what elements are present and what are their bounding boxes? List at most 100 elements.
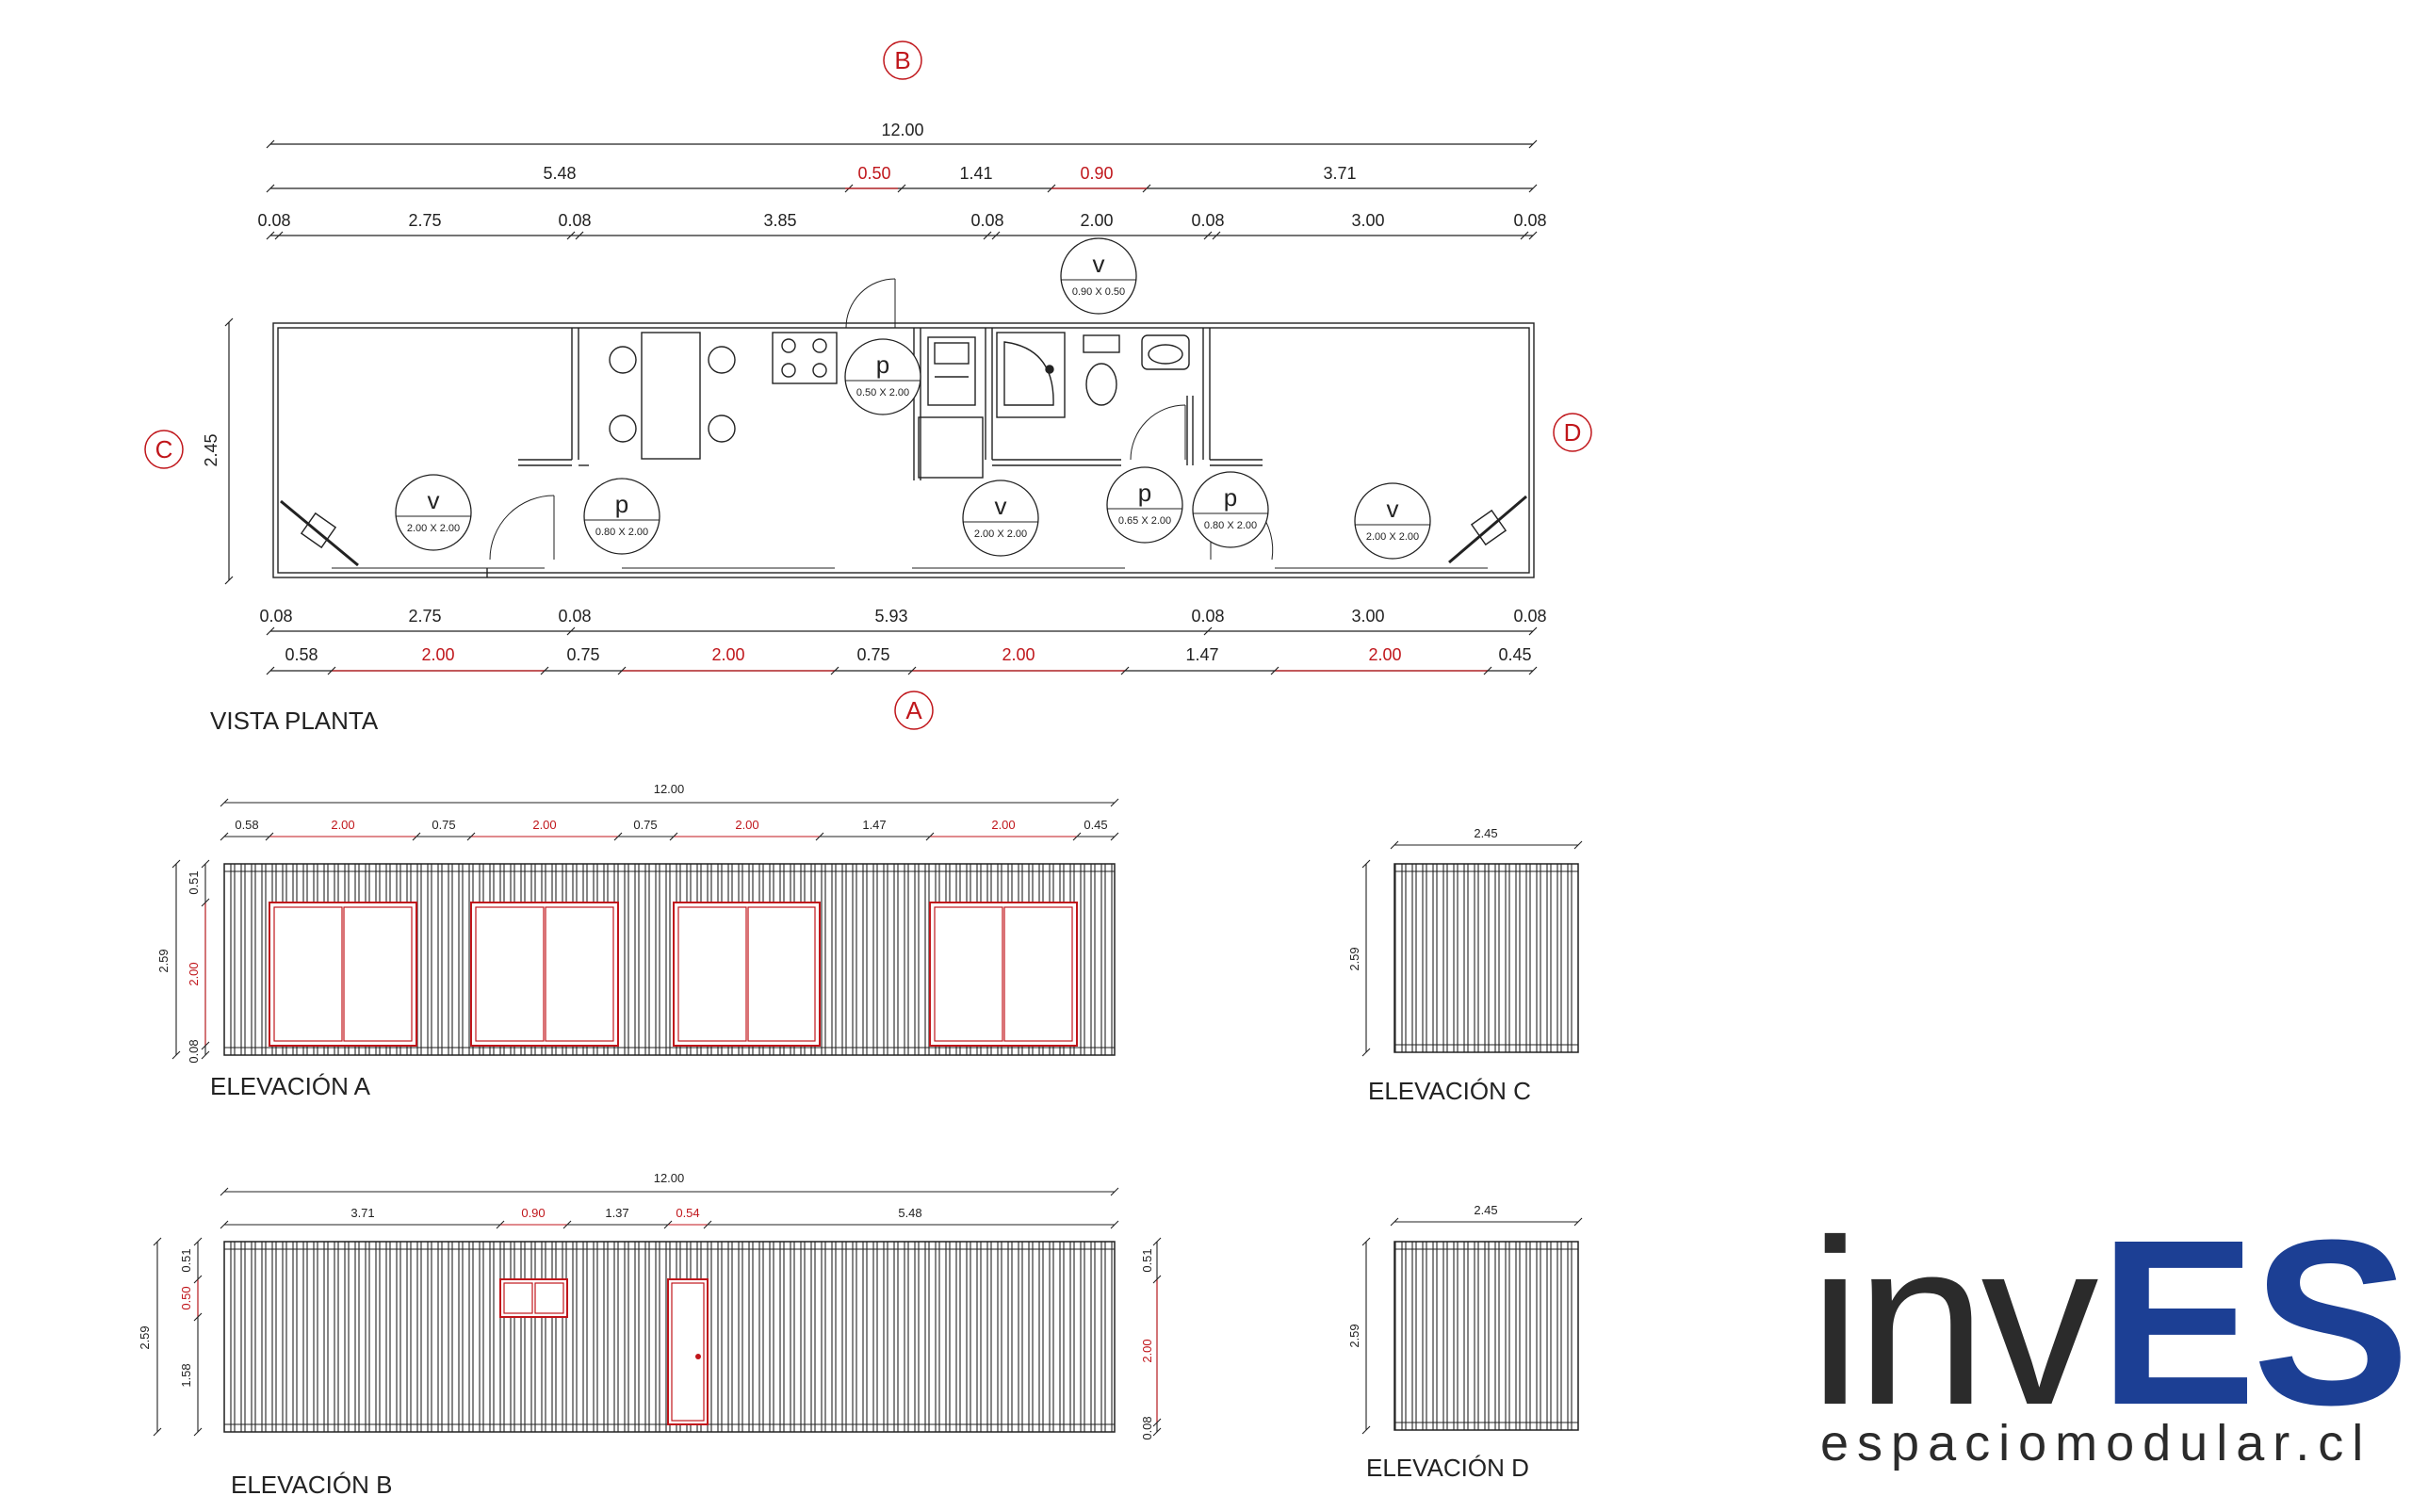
logo-tagline: espaciomodular.cl	[1820, 1415, 2371, 1471]
elevation-b: 12.00 3.71 0.90 1.37 0.54 5.48 2.59 0.51…	[138, 1171, 1162, 1499]
dim-label: 2.00	[1080, 211, 1113, 230]
plan-dimension-labels-top: 12.00 5.48 0.50 1.41 0.90 3.71 0.08 2.75…	[257, 121, 1546, 230]
dim-label: 2.00	[331, 818, 354, 832]
elevation-b-title: ELEVACIÓN B	[231, 1471, 392, 1499]
elevation-a: 12.00 0.58 2.00 0.75 2.00 0.75 2.00 1.47…	[156, 782, 1119, 1100]
dim-label: 2.00	[1368, 645, 1401, 664]
tag-size: 2.00 X 2.00	[407, 523, 460, 534]
tag-letter: v	[428, 486, 440, 514]
tag-size: 0.90 X 0.50	[1072, 286, 1125, 298]
dim-label: 2.00	[532, 818, 556, 832]
dim-label: 1.47	[1185, 645, 1218, 664]
tag-letter: p	[1224, 483, 1237, 512]
dim-total: 12.00	[881, 121, 923, 139]
tag-size: 0.80 X 2.00	[595, 527, 648, 538]
tag-letter: v	[1093, 250, 1105, 278]
dim-label: 0.54	[676, 1206, 699, 1220]
tag-window: v 2.00 X 2.00	[962, 480, 1039, 557]
dim-label: 0.58	[285, 645, 318, 664]
tag-letter: p	[1138, 479, 1151, 507]
dim-label: 2.00	[421, 645, 454, 664]
dim-label: 0.75	[566, 645, 599, 664]
elevation-d: 2.45 2.59 ELEVACIÓN D	[1347, 1203, 1583, 1482]
axis-marker-a: A	[894, 691, 934, 730]
dim-total: 12.00	[654, 782, 685, 796]
dim-label: 0.90	[521, 1206, 545, 1220]
dim-label: 0.08	[187, 1039, 201, 1063]
dim-label: 0.51	[187, 870, 201, 894]
dim-label: 0.08	[1140, 1416, 1154, 1439]
dim-label: 0.90	[1080, 164, 1113, 183]
dim-label: 2.00	[1002, 645, 1035, 664]
dim-label: 0.08	[558, 607, 591, 626]
dim-label: 1.47	[862, 818, 886, 832]
axis-marker-b: B	[883, 41, 922, 80]
logo-text-dark: inv	[1809, 1191, 2099, 1454]
dim-label: 0.08	[1513, 607, 1546, 626]
dim-label: 2.59	[1347, 1324, 1361, 1347]
tag-door: p 0.65 X 2.00	[1106, 466, 1183, 544]
tag-letter: v	[1387, 495, 1399, 523]
dim-label: 0.51	[1140, 1248, 1154, 1272]
dim-label: 0.08	[970, 211, 1003, 230]
dim-label: 2.45	[202, 433, 220, 466]
dim-label: 5.48	[898, 1206, 921, 1220]
tag-letter: v	[995, 492, 1007, 520]
dim-label: 3.00	[1351, 211, 1384, 230]
elevation-a-title: ELEVACIÓN A	[210, 1072, 371, 1100]
dim-label: 5.93	[874, 607, 907, 626]
tag-window: v 0.90 X 0.50	[1060, 237, 1137, 315]
tag-window: v 2.00 X 2.00	[1354, 482, 1431, 560]
dim-label: 1.41	[959, 164, 992, 183]
dim-label: 0.45	[1498, 645, 1531, 664]
dim-label: 0.50	[179, 1286, 193, 1309]
axis-label-d: D	[1564, 418, 1582, 447]
dim-label: 0.50	[857, 164, 890, 183]
axis-marker-c: C	[144, 430, 184, 469]
dim-label: 3.85	[763, 211, 796, 230]
dim-label: 2.00	[187, 962, 201, 985]
dim-label: 0.75	[633, 818, 657, 832]
tag-size: 0.50 X 2.00	[856, 387, 909, 398]
plan-dimensions-top	[266, 139, 1538, 240]
dim-label: 2.45	[1474, 1203, 1497, 1217]
tag-door: p 0.50 X 2.00	[844, 338, 921, 415]
tag-size: 2.00 X 2.00	[974, 528, 1027, 540]
elevation-c-title: ELEVACIÓN C	[1368, 1077, 1531, 1105]
tag-door: p 0.80 X 2.00	[583, 478, 660, 555]
plan-title: VISTA PLANTA	[210, 707, 379, 735]
axis-label-b: B	[894, 46, 910, 74]
dim-label: 0.75	[432, 818, 455, 832]
dim-label: 3.00	[1351, 607, 1384, 626]
dim-label: 3.71	[350, 1206, 374, 1220]
dim-label: 0.08	[558, 211, 591, 230]
dim-label: 2.00	[711, 645, 744, 664]
logo-text-blue: ES	[2099, 1191, 2406, 1454]
dim-label: 0.08	[259, 607, 292, 626]
dim-label: 1.37	[605, 1206, 628, 1220]
dim-label: 2.59	[138, 1325, 152, 1349]
door-handle	[695, 1354, 701, 1359]
plan-height-dimension: 2.45	[202, 317, 234, 585]
tag-letter: p	[876, 350, 889, 379]
dim-label: 2.45	[1474, 826, 1497, 840]
inves-logo: inv ES espaciomodular.cl	[1809, 1191, 2410, 1471]
dim-total: 12.00	[654, 1171, 685, 1185]
dim-label: 0.51	[179, 1248, 193, 1272]
axis-label-c: C	[155, 435, 173, 463]
dim-label: 2.00	[735, 818, 758, 832]
plan-dimension-labels-bottom: 0.08 2.75 0.08 5.93 0.08 3.00 0.08 0.58 …	[259, 607, 1546, 664]
dim-label: 0.75	[856, 645, 889, 664]
tag-size: 2.00 X 2.00	[1366, 531, 1419, 543]
tag-door: p 0.80 X 2.00	[1192, 471, 1269, 548]
dim-label: 0.08	[257, 211, 290, 230]
dim-label: 5.48	[543, 164, 576, 183]
tag-letter: p	[615, 490, 628, 518]
dim-label: 0.08	[1191, 607, 1224, 626]
dim-label: 3.71	[1323, 164, 1356, 183]
tag-size: 0.80 X 2.00	[1204, 520, 1257, 531]
dim-label: 0.58	[235, 818, 258, 832]
dim-label: 2.75	[408, 211, 441, 230]
dim-label: 2.00	[1140, 1339, 1154, 1362]
